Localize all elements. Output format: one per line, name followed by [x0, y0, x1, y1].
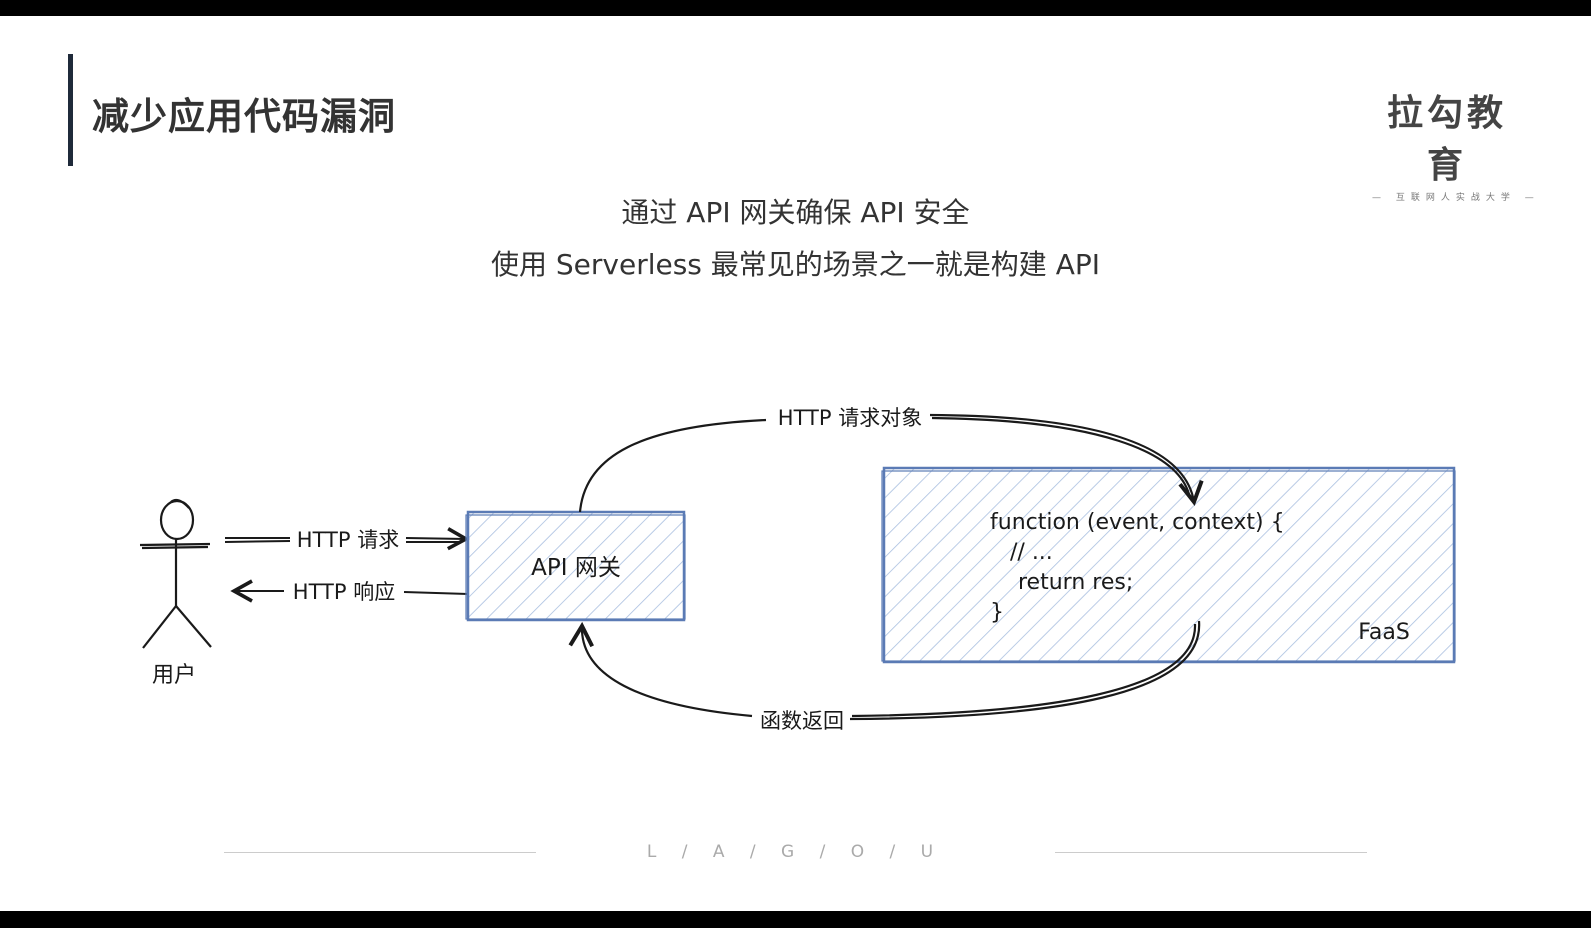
request-object-arrow: [578, 413, 1204, 513]
footer-brand: L / A / G / O / U: [646, 842, 944, 862]
footer: L / A / G / O / U: [0, 840, 1591, 870]
function-return-arrow: [568, 620, 1201, 721]
code-line-2: // ...: [1010, 540, 1053, 565]
title-accent-bar: [68, 54, 73, 166]
http-request-arrow: [224, 527, 470, 551]
logo-main-text: 拉勾教育: [1386, 93, 1507, 186]
faas-code: function (event, context) { // ... retur…: [990, 510, 1292, 625]
subtitle-1: 通过 API 网关确保 API 安全: [621, 196, 970, 229]
http-response-arrow: [230, 579, 469, 603]
brand-logo: 拉勾教育 — 互联网人实战大学 —: [1372, 84, 1540, 203]
request-object-label: HTTP 请求对象: [778, 406, 922, 430]
logo-sub-text: — 互联网人实战大学 —: [1372, 193, 1540, 203]
code-line-3: return res;: [1018, 570, 1133, 595]
faas-box: [881, 466, 1456, 664]
function-return-label: 函数返回: [760, 709, 844, 733]
code-line-1: function (event, context) {: [990, 510, 1285, 535]
api-gateway-label: API 网关: [531, 555, 621, 581]
footer-divider-right: [1055, 852, 1367, 853]
user-figure: [139, 498, 212, 649]
architecture-diagram: 用户 HTTP 请求 HTTP 响应 API 网关 function (even…: [139, 406, 1456, 733]
http-request-label: HTTP 请求: [297, 528, 399, 552]
footer-divider-left: [224, 852, 536, 853]
faas-label: FaaS: [1358, 620, 1410, 645]
slide: 减少应用代码漏洞 拉勾教育 — 互联网人实战大学 — 通过 API 网关确保 A…: [0, 16, 1591, 911]
api-gateway-box: [465, 510, 686, 622]
page-title: 减少应用代码漏洞: [92, 95, 396, 138]
user-label: 用户: [152, 663, 196, 688]
http-response-label: HTTP 响应: [293, 580, 395, 604]
subtitle-2: 使用 Serverless 最常见的场景之一就是构建 API: [490, 248, 1100, 281]
code-line-4: }: [990, 600, 1004, 625]
